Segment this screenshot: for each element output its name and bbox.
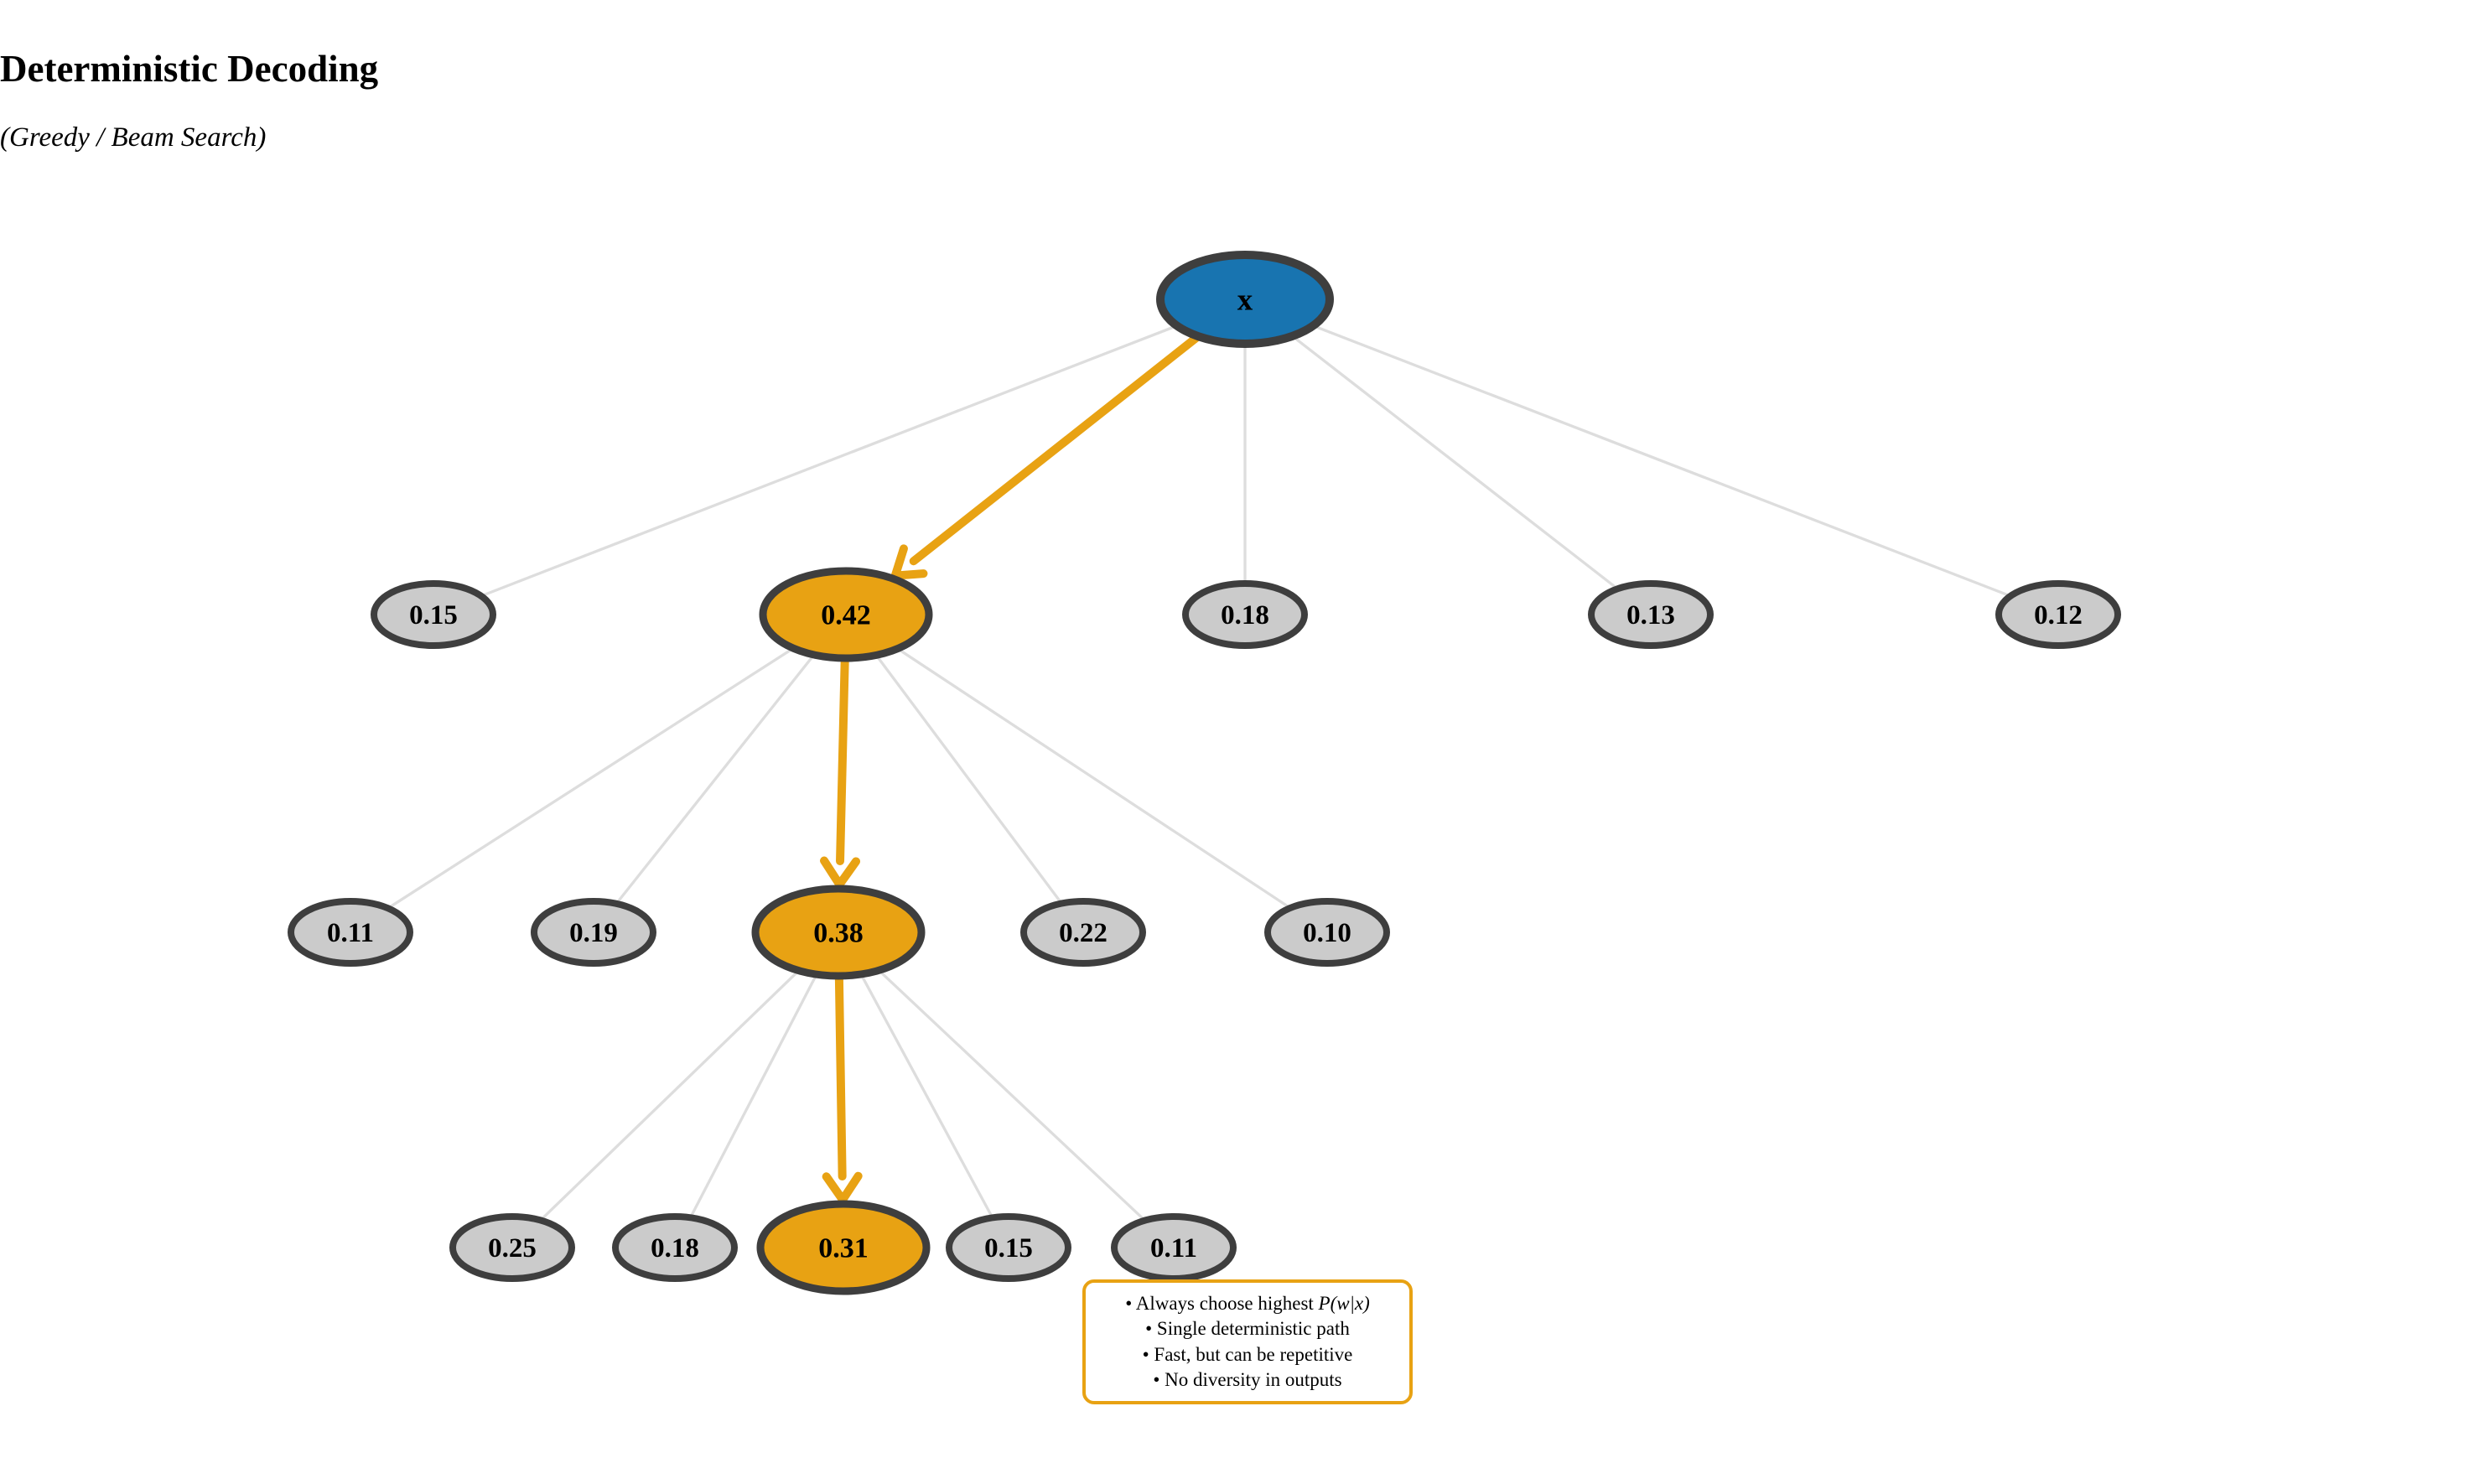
node-label: 0.11 xyxy=(1150,1233,1197,1263)
node-ellipse xyxy=(1995,580,2121,649)
node-label: 0.15 xyxy=(409,600,458,630)
node-label: 0.11 xyxy=(327,918,374,948)
diagram-title: Deterministic Decoding xyxy=(0,48,379,90)
node-label: 0.22 xyxy=(1059,918,1108,948)
tree-node-0.11: 0.11 xyxy=(288,898,413,967)
tree-edge xyxy=(837,931,1010,1248)
tree-node-0.18: 0.18 xyxy=(1182,580,1308,649)
node-label: x xyxy=(1237,283,1253,318)
tree-node-0.15: 0.15 xyxy=(946,1213,1071,1282)
tree-node-0.12: 0.12 xyxy=(1995,580,2121,649)
callout-bullet-list: • Single deterministic path • Fast, but c… xyxy=(1091,1316,1404,1393)
diagram-subtitle: (Greedy / Beam Search) xyxy=(0,122,267,153)
tree-node-0.38: 0.38 xyxy=(751,885,926,980)
tree-edge xyxy=(845,613,1328,934)
node-label: 0.15 xyxy=(984,1233,1033,1263)
tree-edge xyxy=(511,931,840,1249)
tree-node-0.31: 0.31 xyxy=(756,1200,931,1295)
node-ellipse xyxy=(288,898,413,967)
node-label: 0.42 xyxy=(821,600,871,631)
tree-edge xyxy=(592,613,848,934)
tree-node-0.11: 0.11 xyxy=(1111,1213,1237,1282)
tree-node-0.10: 0.10 xyxy=(1264,898,1390,967)
callout-bullet-1-text: • Always choose highest xyxy=(1125,1292,1319,1314)
tree-edge xyxy=(350,613,847,934)
node-ellipse xyxy=(612,1213,738,1282)
callout-bullet-1-math: P(w|x) xyxy=(1318,1292,1370,1314)
tree-node-0.42: 0.42 xyxy=(759,567,933,662)
node-ellipse xyxy=(1264,898,1390,967)
node-label: 0.18 xyxy=(651,1233,699,1263)
node-ellipse xyxy=(946,1213,1071,1282)
node-label: 0.10 xyxy=(1303,918,1351,948)
callout-bullet: • Fast, but can be repetitive xyxy=(1142,1343,1353,1365)
node-ellipse xyxy=(371,580,496,649)
tree-node-0.25: 0.25 xyxy=(449,1213,575,1282)
node-ellipse xyxy=(751,885,926,980)
tree-edge xyxy=(837,931,1175,1249)
node-ellipse xyxy=(1111,1213,1237,1282)
callout-bullet: • Single deterministic path xyxy=(1145,1318,1350,1339)
tree-node-x: x xyxy=(1156,251,1334,348)
node-label: 0.19 xyxy=(569,918,618,948)
greedy-notes-box: • Always choose highest P(w|x) • Single … xyxy=(1082,1279,1413,1404)
tree-edge xyxy=(433,298,1246,616)
node-ellipse xyxy=(1020,898,1146,967)
tree-node-0.22: 0.22 xyxy=(1020,898,1146,967)
tree-node-0.15: 0.15 xyxy=(371,580,496,649)
node-label: 0.25 xyxy=(488,1233,537,1263)
callout-bullet-1: • Always choose highest P(w|x) xyxy=(1091,1291,1404,1317)
tree-edge xyxy=(1244,298,2059,616)
tree-node-0.19: 0.19 xyxy=(531,898,656,967)
node-ellipse xyxy=(1156,251,1334,348)
callout-bullet: • No diversity in outputs xyxy=(1153,1369,1342,1390)
node-ellipse xyxy=(1182,580,1308,649)
tree-edge xyxy=(673,931,840,1248)
node-label: 0.18 xyxy=(1221,600,1269,630)
node-ellipse xyxy=(759,567,933,662)
node-ellipse xyxy=(531,898,656,967)
node-label: 0.12 xyxy=(2034,600,2083,630)
node-ellipse xyxy=(756,1200,931,1295)
selected-path-arrow xyxy=(890,295,1249,580)
node-ellipse xyxy=(449,1213,575,1282)
tree-node-0.18: 0.18 xyxy=(612,1213,738,1282)
node-label: 0.38 xyxy=(813,918,864,949)
node-label: 0.31 xyxy=(818,1233,869,1264)
node-label: 0.13 xyxy=(1626,600,1675,630)
node-ellipse xyxy=(1588,580,1714,649)
tree-node-0.13: 0.13 xyxy=(1588,580,1714,649)
tree-edge xyxy=(844,614,1085,933)
tree-edge xyxy=(1243,298,1652,616)
